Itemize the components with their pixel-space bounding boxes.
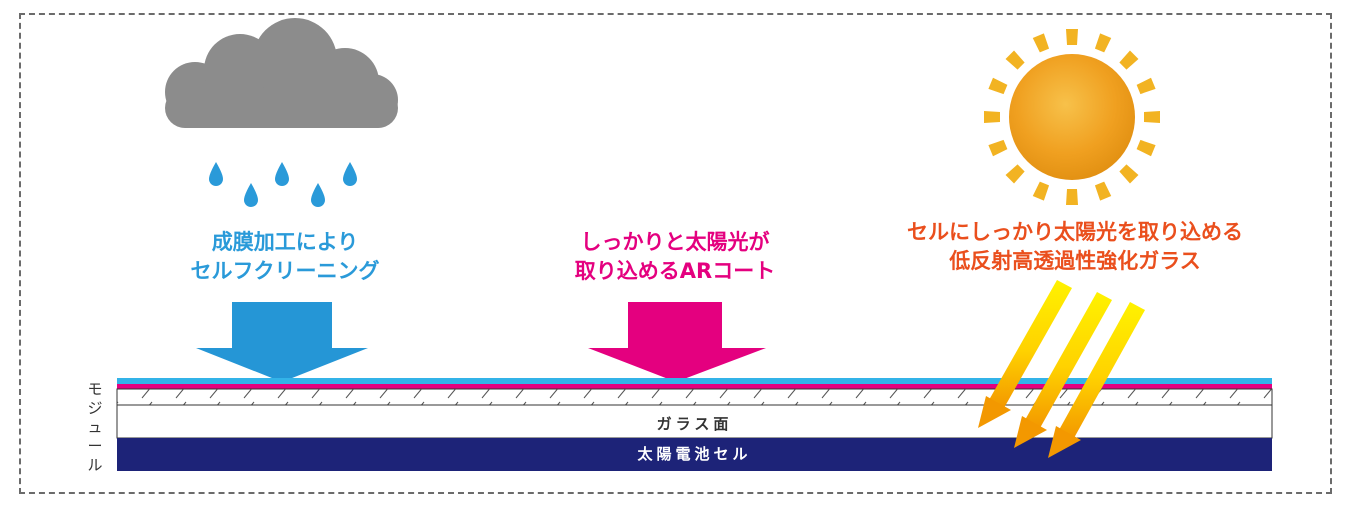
raindrop-icon (244, 183, 258, 207)
sun-ray (1094, 181, 1112, 201)
module-char: ー (87, 437, 103, 455)
raindrop-group (209, 162, 357, 207)
dashed-frame (19, 13, 1332, 494)
sun-ray (1136, 139, 1156, 157)
sun-ray (1005, 164, 1025, 184)
sun-ray (1005, 50, 1025, 70)
caption-line: セルにしっかり太陽光を取り込める (907, 220, 1243, 244)
raindrop-icon (343, 162, 357, 186)
coat-pink-layer (117, 384, 1272, 389)
sun-ray (988, 77, 1008, 95)
caption-line: 成膜加工により (211, 230, 359, 254)
cell-layer-label: 太陽電池セル (637, 445, 752, 463)
caption-line: しっかりと太陽光が (580, 230, 770, 254)
module-char: ジ (87, 399, 103, 417)
raindrop-icon (275, 162, 289, 186)
sun-ray (1094, 33, 1112, 53)
glass-layer-label: ガラス面 (656, 415, 733, 433)
light-beam-group (978, 280, 1145, 458)
cell-layer (117, 438, 1272, 471)
sun-ray (984, 111, 1000, 123)
down-arrow-icon (196, 302, 368, 382)
module-label: モ ジ ュ ー ル (86, 380, 104, 475)
caption-line: セルフクリーニング (190, 259, 380, 283)
sun-icon (984, 29, 1160, 205)
caption-line: 取り込めるARコート (574, 259, 776, 283)
light-beam-icon (1014, 292, 1112, 448)
module-char: ル (87, 456, 103, 474)
cloud-icon (165, 18, 398, 128)
sun-ray (988, 139, 1008, 157)
sun-ray (1119, 164, 1139, 184)
self-cleaning-caption: 成膜加工により セルフクリーニング (150, 228, 420, 286)
sun-ray (1066, 29, 1078, 45)
caption-line: 低反射高透過性強化ガラス (949, 249, 1201, 273)
sun-ray (1032, 33, 1050, 53)
glass-caption: セルにしっかり太陽光を取り込める 低反射高透過性強化ガラス (865, 218, 1285, 276)
sun-ray (1119, 50, 1139, 70)
module-char: モ (87, 380, 103, 398)
raindrop-icon (209, 162, 223, 186)
ar-coat-caption: しっかりと太陽光が 取り込めるARコート (530, 228, 820, 286)
sun-ray (1136, 77, 1156, 95)
sun-ray (1066, 189, 1078, 205)
raindrop-icon (311, 183, 325, 207)
sun-ray (1032, 181, 1050, 201)
sun-ray (1144, 111, 1160, 123)
down-arrow-icon (588, 302, 766, 382)
light-beam-icon (1048, 302, 1145, 458)
coat-blue-layer (117, 378, 1272, 384)
light-beam-icon (978, 280, 1072, 428)
module-char: ュ (87, 418, 103, 436)
